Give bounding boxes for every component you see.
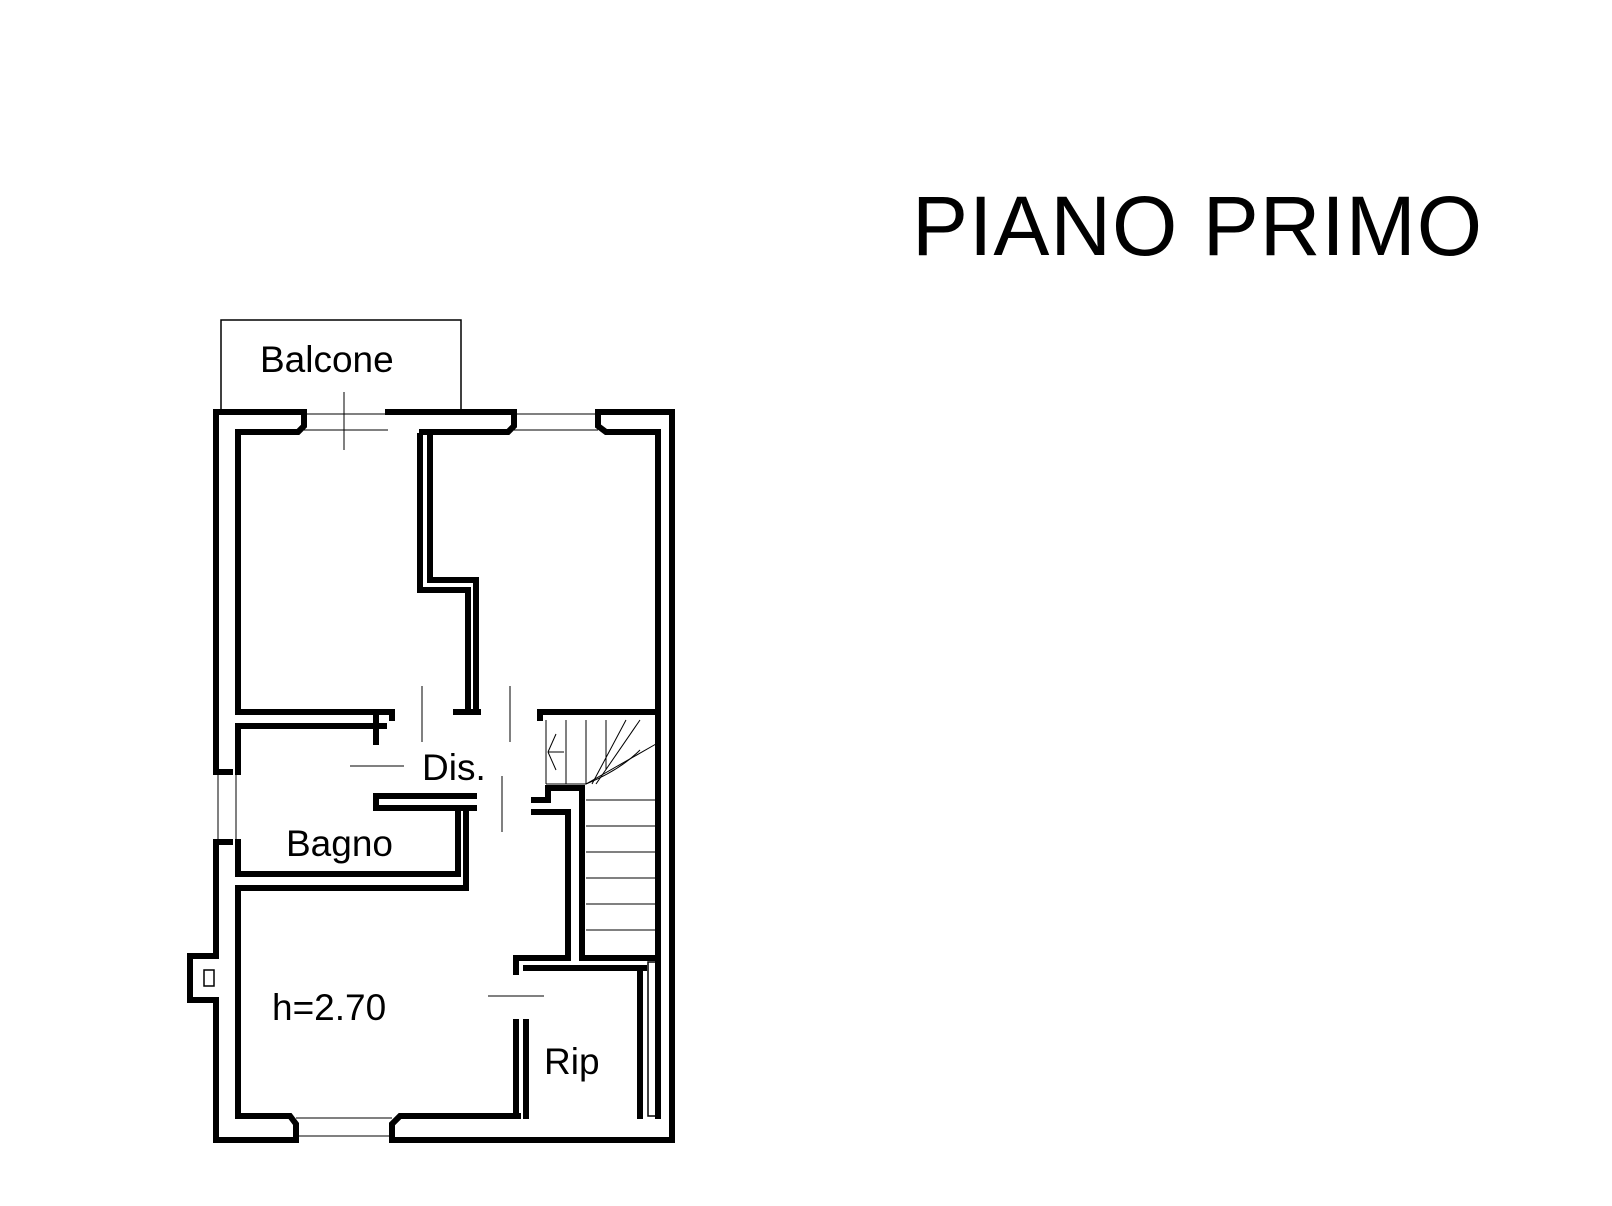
ceiling-height-label: h=2.70	[272, 987, 386, 1028]
page-title: PIANO PRIMO	[912, 179, 1484, 273]
balcony-outline	[220, 319, 462, 412]
staircase	[545, 719, 657, 958]
hallway-label: Dis.	[422, 747, 486, 788]
bathroom-label: Bagno	[286, 823, 393, 864]
door-openings	[350, 686, 544, 997]
exterior-walls	[187, 392, 675, 1143]
interior-walls	[235, 433, 661, 1119]
balcony-label: Balcone	[260, 339, 394, 380]
storage-label: Rip	[544, 1041, 600, 1082]
